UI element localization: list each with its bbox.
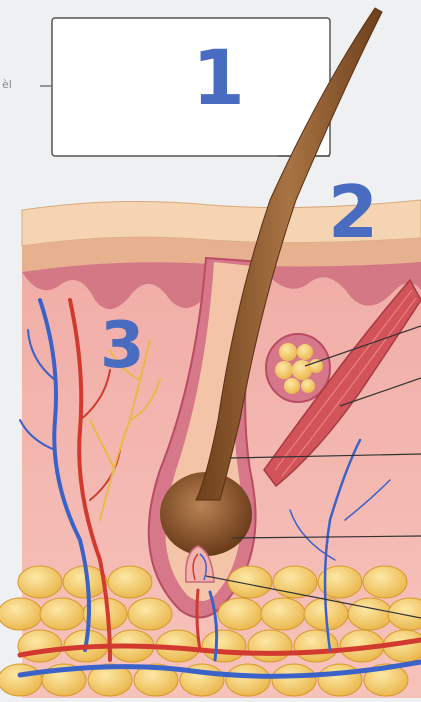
fat-cell [18, 630, 62, 662]
fat-cell [0, 598, 42, 630]
fat-cell [348, 598, 392, 630]
fat-cell [40, 598, 84, 630]
label-box-1 [52, 18, 330, 156]
fat-cell [18, 566, 62, 598]
fat-cell [248, 630, 292, 662]
fat-cell [261, 598, 305, 630]
number-label-2: 2 [328, 176, 378, 248]
fat-cell [108, 566, 152, 598]
number-label-1: 1 [192, 40, 245, 116]
fat-cell [318, 664, 362, 696]
fat-cell [128, 598, 172, 630]
fat-cell [294, 630, 338, 662]
fat-cell [272, 664, 316, 696]
cropped-edge-text: èl [2, 78, 12, 91]
fat-cell [363, 566, 407, 598]
fat-cell [218, 598, 262, 630]
fat-cell [226, 664, 270, 696]
fat-cell [0, 664, 42, 696]
number-label-3: 3 [100, 314, 145, 378]
fat-cell [202, 630, 246, 662]
